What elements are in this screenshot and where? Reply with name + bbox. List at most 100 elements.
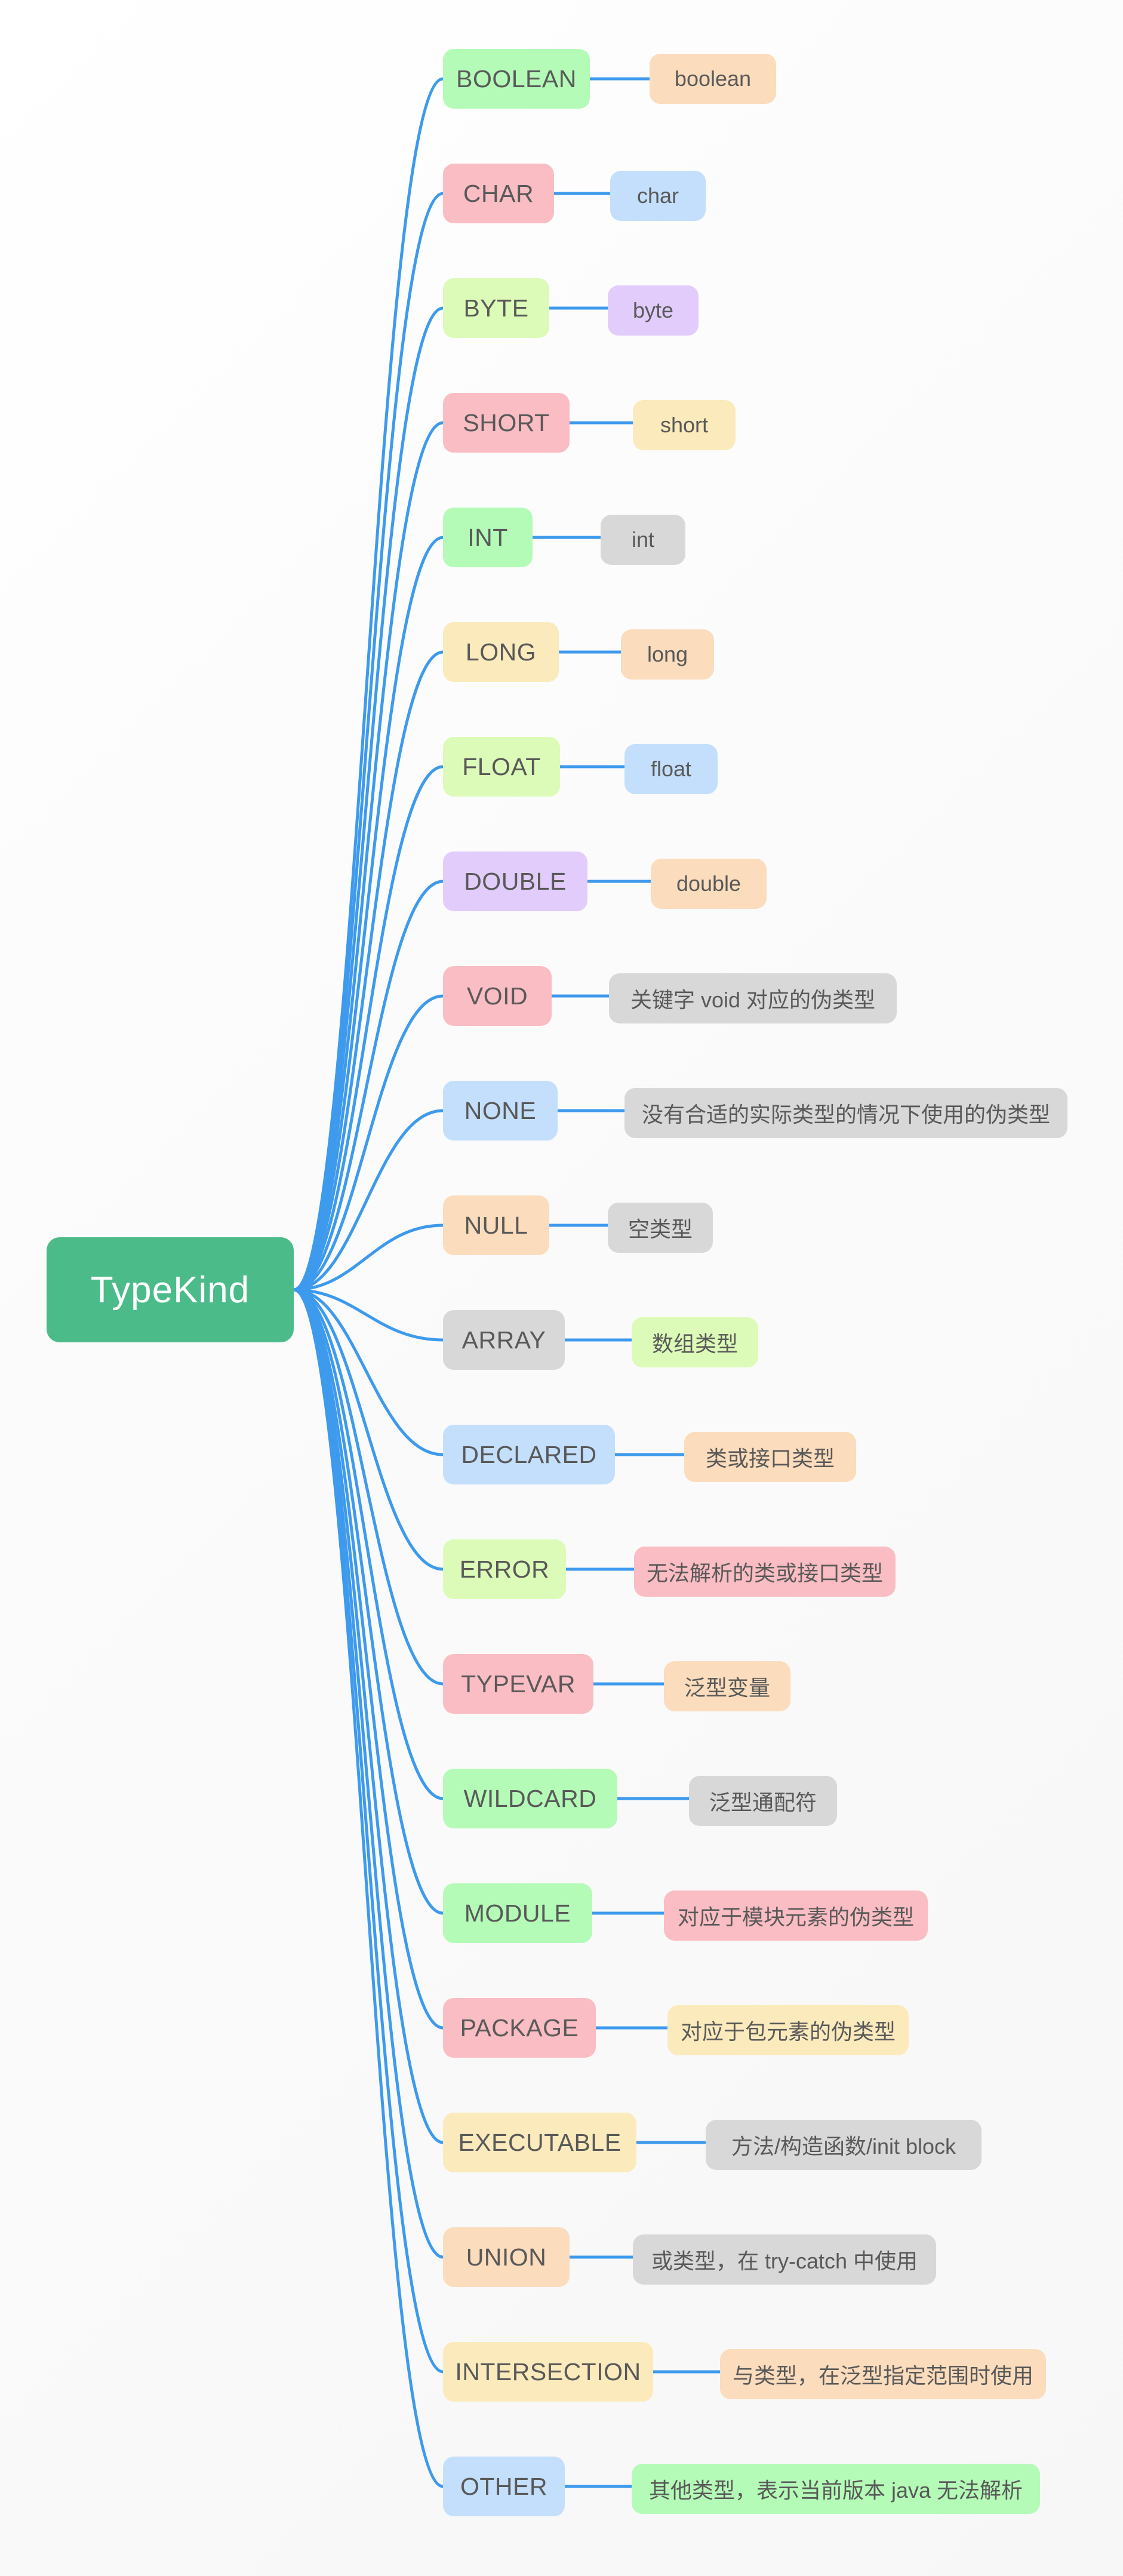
kind-node-label: MODULE bbox=[464, 1899, 571, 1927]
desc-node-error[interactable]: 无法解析的类或接口类型 bbox=[634, 1547, 896, 1597]
kind-node-char[interactable]: CHAR bbox=[443, 164, 554, 223]
root-node-typekind[interactable]: TypeKind bbox=[47, 1237, 294, 1342]
desc-node-wildcard[interactable]: 泛型通配符 bbox=[689, 1776, 837, 1826]
desc-node-label: float bbox=[650, 757, 692, 781]
kind-node-label: TYPEVAR bbox=[461, 1670, 576, 1698]
kind-node-none[interactable]: NONE bbox=[443, 1081, 558, 1141]
edge-root-to-other bbox=[292, 1288, 445, 2488]
kind-node-label: DECLARED bbox=[461, 1440, 597, 1468]
desc-node-label: 其他类型，表示当前版本 java 无法解析 bbox=[648, 2478, 1023, 2503]
desc-node-label: 关键字 void 对应的伪类型 bbox=[630, 988, 876, 1012]
edge-root-to-union bbox=[292, 1288, 445, 2259]
desc-node-array[interactable]: 数组类型 bbox=[632, 1317, 758, 1367]
edge-root-to-byte bbox=[292, 306, 445, 1292]
kind-node-array[interactable]: ARRAY bbox=[443, 1310, 565, 1370]
kind-node-wildcard[interactable]: WILDCARD bbox=[443, 1769, 617, 1828]
desc-node-declared[interactable]: 类或接口类型 bbox=[684, 1432, 856, 1482]
desc-node-label: long bbox=[647, 642, 688, 666]
desc-node-label: 无法解析的类或接口类型 bbox=[646, 1561, 883, 1585]
kind-node-boolean[interactable]: BOOLEAN bbox=[443, 49, 590, 109]
kind-node-null[interactable]: NULL bbox=[443, 1195, 549, 1255]
desc-node-executable[interactable]: 方法/构造函数/init block bbox=[706, 2120, 982, 2170]
kind-node-executable[interactable]: EXECUTABLE bbox=[443, 2113, 636, 2172]
desc-node-intersection[interactable]: 与类型，在泛型指定范围时使用 bbox=[720, 2349, 1046, 2399]
edge-root-to-void bbox=[292, 994, 445, 1292]
kind-node-declared[interactable]: DECLARED bbox=[443, 1425, 615, 1484]
edge-root-to-wildcard bbox=[292, 1288, 445, 1800]
edge-root-to-null bbox=[292, 1224, 445, 1292]
desc-node-void[interactable]: 关键字 void 对应的伪类型 bbox=[609, 973, 897, 1023]
edge-root-to-long bbox=[292, 650, 445, 1292]
kind-node-label: CHAR bbox=[463, 179, 534, 207]
kind-node-int[interactable]: INT bbox=[443, 508, 533, 567]
desc-node-byte[interactable]: byte bbox=[608, 285, 699, 336]
desc-node-label: 类或接口类型 bbox=[705, 1446, 835, 1471]
edge-root-to-boolean bbox=[292, 77, 445, 1292]
desc-node-char[interactable]: char bbox=[610, 171, 706, 221]
edge-root-to-char bbox=[292, 192, 445, 1292]
edge-root-to-double bbox=[292, 880, 445, 1292]
edge-root-to-array bbox=[292, 1288, 445, 1342]
desc-node-double[interactable]: double bbox=[651, 859, 767, 909]
kind-node-package[interactable]: PACKAGE bbox=[443, 1998, 596, 2058]
kind-node-label: LONG bbox=[465, 638, 537, 666]
kind-node-error[interactable]: ERROR bbox=[443, 1539, 566, 1599]
kind-node-label: BYTE bbox=[463, 294, 529, 322]
edge-root-to-declared bbox=[292, 1288, 445, 1456]
desc-node-typevar[interactable]: 泛型变量 bbox=[664, 1661, 790, 1711]
kind-node-label: INTERSECTION bbox=[455, 2357, 641, 2386]
kind-node-module[interactable]: MODULE bbox=[443, 1883, 592, 1943]
desc-node-label: byte bbox=[632, 298, 674, 322]
desc-node-label: 空类型 bbox=[627, 1217, 693, 1241]
kind-node-label: FLOAT bbox=[462, 752, 541, 780]
desc-node-package[interactable]: 对应于包元素的伪类型 bbox=[667, 2005, 909, 2055]
kind-node-label: DOUBLE bbox=[464, 867, 567, 895]
desc-node-label: int bbox=[631, 527, 655, 552]
edge-root-to-none bbox=[292, 1109, 445, 1292]
kind-node-label: WILDCARD bbox=[463, 1784, 597, 1812]
kind-node-short[interactable]: SHORT bbox=[443, 393, 570, 453]
kind-node-other[interactable]: OTHER bbox=[443, 2457, 565, 2516]
desc-node-label: 没有合适的实际类型的情况下使用的伪类型 bbox=[641, 1102, 1050, 1127]
kind-node-label: ARRAY bbox=[461, 1326, 546, 1354]
desc-node-label: 对应于模块元素的伪类型 bbox=[677, 1905, 914, 1929]
kind-node-union[interactable]: UNION bbox=[443, 2227, 570, 2287]
kind-node-float[interactable]: FLOAT bbox=[443, 737, 560, 797]
desc-node-boolean[interactable]: boolean bbox=[650, 54, 776, 104]
edge-root-to-error bbox=[292, 1288, 445, 1571]
kind-node-long[interactable]: LONG bbox=[443, 622, 559, 682]
edge-root-to-int bbox=[292, 536, 445, 1292]
desc-node-label: 方法/构造函数/init block bbox=[731, 2134, 956, 2159]
kind-node-label: INT bbox=[467, 523, 508, 551]
edge-root-to-module bbox=[292, 1288, 445, 1915]
edge-root-to-intersection bbox=[292, 1288, 445, 2374]
desc-node-float[interactable]: float bbox=[624, 744, 718, 794]
desc-node-int[interactable]: int bbox=[601, 515, 685, 565]
desc-node-label: short bbox=[660, 413, 709, 437]
kind-node-typevar[interactable]: TYPEVAR bbox=[443, 1654, 593, 1714]
desc-node-other[interactable]: 其他类型，表示当前版本 java 无法解析 bbox=[632, 2464, 1040, 2514]
desc-node-label: 泛型变量 bbox=[684, 1676, 770, 1700]
desc-node-label: char bbox=[636, 183, 679, 208]
kind-node-label: BOOLEAN bbox=[456, 64, 577, 93]
desc-node-union[interactable]: 或类型，在 try-catch 中使用 bbox=[633, 2234, 936, 2285]
desc-node-none[interactable]: 没有合适的实际类型的情况下使用的伪类型 bbox=[624, 1088, 1067, 1138]
desc-node-null[interactable]: 空类型 bbox=[608, 1203, 713, 1253]
kind-node-byte[interactable]: BYTE bbox=[443, 278, 549, 338]
kind-node-double[interactable]: DOUBLE bbox=[443, 852, 587, 911]
kind-node-label: ERROR bbox=[459, 1555, 550, 1583]
kind-node-void[interactable]: VOID bbox=[443, 966, 552, 1026]
desc-node-label: 对应于包元素的伪类型 bbox=[680, 2019, 896, 2044]
edge-root-to-executable bbox=[292, 1288, 445, 2144]
desc-node-module[interactable]: 对应于模块元素的伪类型 bbox=[664, 1890, 928, 1941]
desc-node-long[interactable]: long bbox=[621, 629, 714, 680]
edge-root-to-package bbox=[292, 1288, 445, 2030]
kind-node-intersection[interactable]: INTERSECTION bbox=[443, 2342, 653, 2402]
edge-root-to-short bbox=[292, 421, 445, 1292]
desc-node-label: 与类型，在泛型指定范围时使用 bbox=[732, 2363, 1033, 2388]
desc-node-label: double bbox=[676, 871, 742, 896]
kind-node-label: EXECUTABLE bbox=[458, 2128, 622, 2156]
kind-node-label: SHORT bbox=[463, 408, 550, 436]
desc-node-short[interactable]: short bbox=[633, 400, 736, 450]
